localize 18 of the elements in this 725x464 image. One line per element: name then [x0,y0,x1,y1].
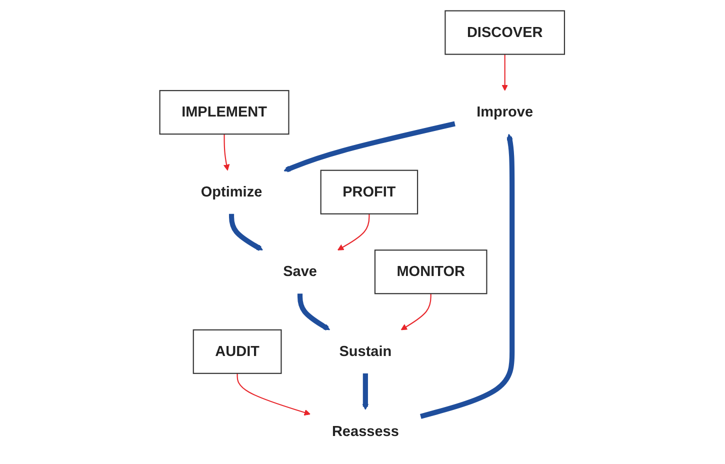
node-box: DISCOVER [445,10,566,55]
node-text: Save [283,264,318,280]
arrow [224,134,230,171]
node-box: MONITOR [374,250,488,294]
node-text: Improve [476,104,534,120]
arrow [420,134,515,419]
node-text: Sustain [340,344,392,360]
arrow [284,121,456,172]
arrow [502,54,508,91]
node-box: PROFIT [320,170,418,214]
node-box: IMPLEMENT [160,90,290,135]
node-text: Reassess [332,423,400,440]
node-box: AUDIT [193,329,282,374]
arrow [401,294,432,330]
node-text: Optimize [201,184,263,200]
arrow [338,214,370,250]
arrow [237,373,311,416]
arrow [362,373,369,410]
